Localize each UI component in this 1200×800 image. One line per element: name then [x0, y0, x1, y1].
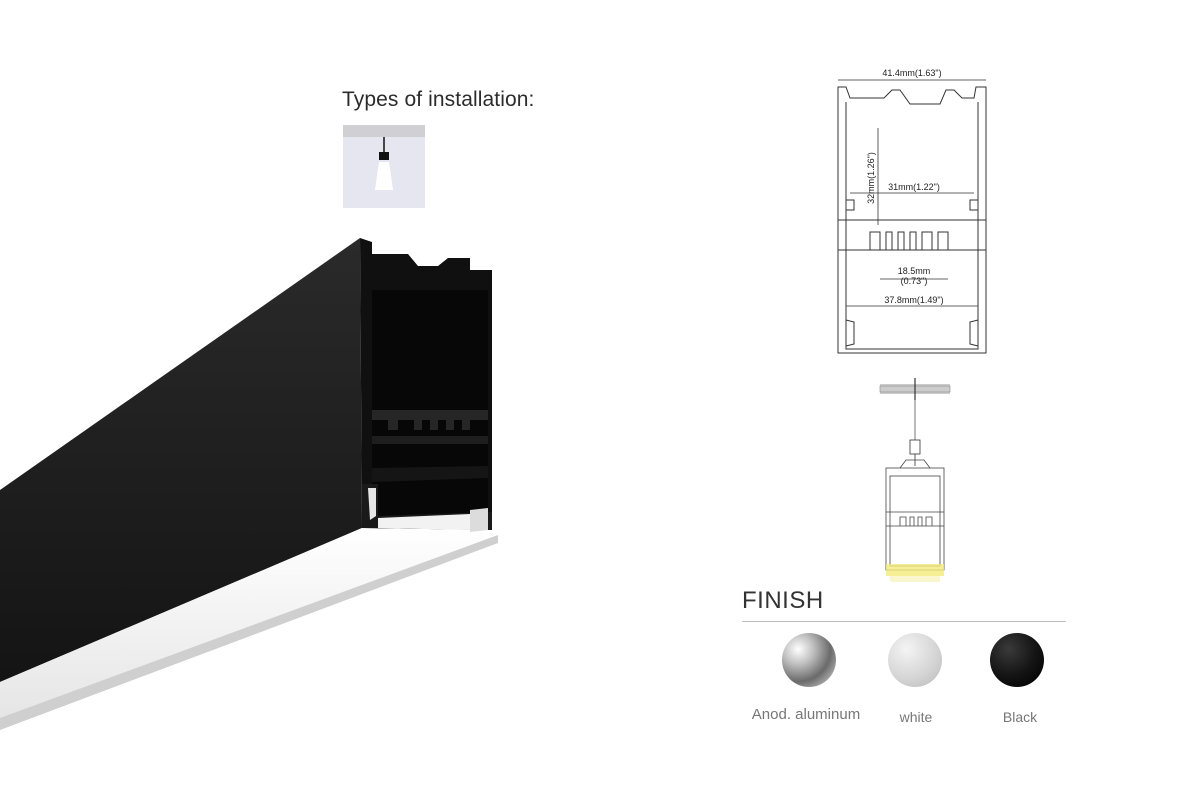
finish-label-white: white: [899, 709, 933, 725]
dim-fin-width-inch: (0.73"): [901, 276, 928, 286]
finish-swatch-anodized-aluminum[interactable]: [781, 632, 837, 688]
installation-types-title: Types of installation:: [342, 88, 535, 111]
profile-dimension-drawing: 41.4mm(1.63") 32mm(1.26") 31mm(1.22") 18…: [826, 60, 1006, 360]
finish-swatch-black[interactable]: [989, 632, 1045, 688]
finish-label-anodized-aluminum: Anod. aluminum: [751, 706, 861, 723]
dim-bottom-width: 37.8mm(1.49"): [884, 295, 943, 305]
finish-divider: [742, 621, 1066, 622]
pendant-mount-illustration: [870, 372, 960, 587]
finish-label-black: Black: [1002, 709, 1038, 725]
finish-title: FINISH: [742, 587, 824, 614]
pendant-install-icon: [343, 125, 425, 208]
finish-swatch-white[interactable]: [887, 632, 943, 688]
dim-inner-width: 31mm(1.22"): [888, 182, 940, 192]
profile-product-image: [0, 230, 540, 730]
dim-height: 32mm(1.26"): [866, 152, 876, 204]
dim-fin-width: 18.5mm: [898, 266, 931, 276]
dim-overall-width: 41.4mm(1.63"): [882, 68, 941, 78]
